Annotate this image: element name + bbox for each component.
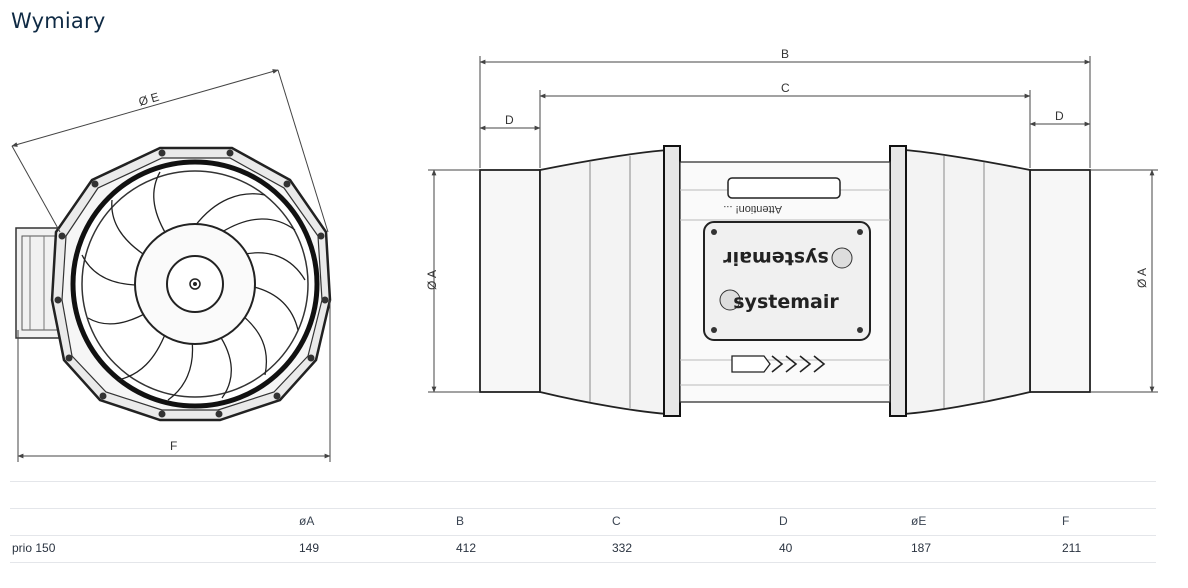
table-top-rule	[10, 481, 1156, 482]
col-header-c: C	[612, 514, 621, 528]
col-header-a: øA	[299, 514, 315, 528]
dim-e-label: Ø E	[137, 90, 161, 109]
brand-upside-down: systemair	[723, 247, 829, 269]
dim-d-right-label: D	[1055, 109, 1064, 123]
side-view-fan	[479, 145, 1091, 417]
dim-a-right	[1090, 169, 1158, 393]
dim-a-left	[428, 169, 480, 393]
row-value-f: 211	[1062, 541, 1082, 555]
table-row-rule	[10, 535, 1156, 536]
dimension-drawing: Ø E F	[11, 47, 1158, 462]
row-value-d: 40	[779, 541, 793, 555]
attention-text: Attention! ...	[723, 203, 782, 215]
dim-a-right-label: Ø A	[1135, 268, 1149, 288]
page-title: Wymiary	[11, 9, 106, 33]
row-value-a: 149	[299, 541, 320, 555]
dim-b-label: B	[781, 47, 789, 61]
row-value-c: 332	[612, 541, 633, 555]
col-header-e: øE	[911, 514, 927, 528]
table-header-rule	[10, 508, 1156, 509]
row-value-e: 187	[911, 541, 932, 555]
dim-d-left-label: D	[505, 113, 514, 127]
dim-f	[17, 300, 331, 462]
row-model: prio 150	[12, 541, 56, 555]
dim-a-left-label: Ø A	[425, 270, 439, 290]
front-view-fan	[15, 146, 332, 422]
dim-b	[479, 56, 1091, 168]
dim-f-label: F	[170, 439, 177, 453]
col-header-f: F	[1062, 514, 1070, 528]
brand-logo-text: systemair	[733, 291, 839, 313]
col-header-b: B	[456, 514, 465, 528]
row-value-b: 412	[456, 541, 477, 555]
dim-c-label: C	[781, 81, 790, 95]
dim-e	[11, 69, 329, 233]
col-header-d: D	[779, 514, 788, 528]
table-bottom-rule	[10, 562, 1156, 563]
